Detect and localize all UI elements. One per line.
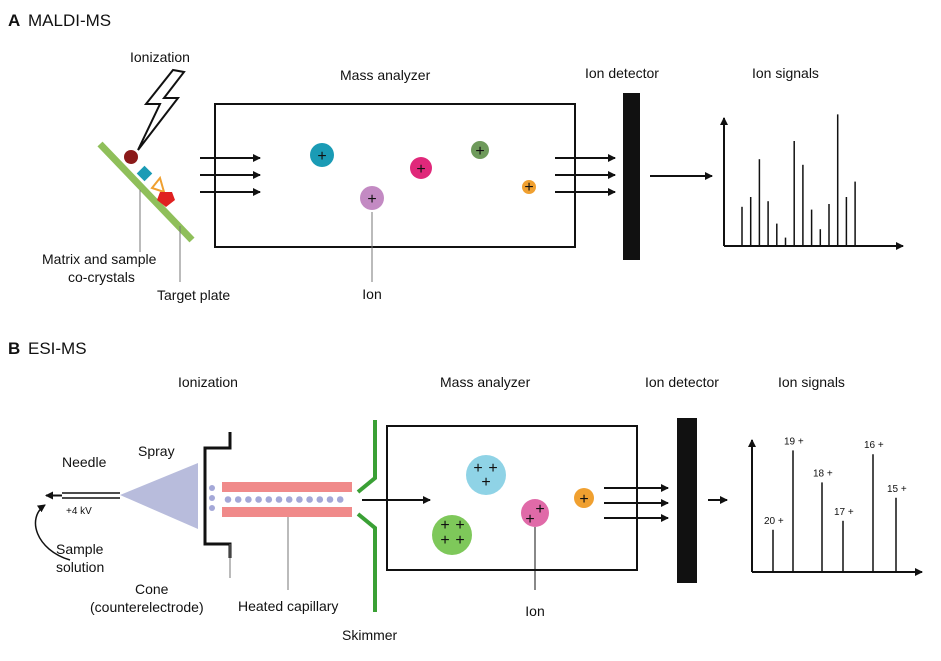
droplet: [209, 495, 215, 501]
plus-icon: +: [481, 474, 490, 491]
cone-label-line1: Cone: [135, 581, 169, 597]
droplet: [255, 496, 262, 503]
charge-state-label: 16 +: [864, 440, 884, 451]
lightning-icon: [137, 68, 186, 151]
panel-b-letter: B: [8, 339, 20, 358]
droplet: [306, 496, 313, 503]
maldi-mass-analyzer-label: Mass analyzer: [340, 67, 431, 83]
droplet: [234, 496, 242, 503]
plus-icon: +: [473, 460, 482, 477]
plus-icon: +: [455, 532, 464, 549]
ion-particle: [432, 515, 472, 555]
maldi-ion-detector: [623, 93, 640, 260]
cone-counterelectrode: [203, 432, 232, 558]
maldi-ion-signals-label: Ion signals: [752, 65, 819, 81]
droplet: [316, 496, 324, 503]
plus-icon: +: [416, 161, 425, 178]
esi-mass-analyzer-label: Mass analyzer: [440, 374, 531, 390]
sample-crystal-icon: [150, 175, 166, 194]
panel-b: B ESI-MS Ionization Needle +4 kV Sample …: [8, 339, 923, 643]
plus-icon: +: [488, 460, 497, 477]
maldi-ion-detector-label: Ion detector: [585, 65, 659, 81]
heated-capillary: [222, 482, 352, 492]
droplet: [209, 485, 215, 491]
charge-state-label: 15 +: [887, 484, 907, 495]
target-plate: [97, 141, 195, 243]
panel-a-letter: A: [8, 11, 20, 30]
esi-mass-analyzer: [386, 425, 638, 571]
charge-state-label: 17 +: [834, 507, 854, 518]
panel-a: A MALDI-MS Ionization Matrix and sample …: [8, 11, 904, 303]
ion-particle: [466, 455, 506, 495]
plus-icon: +: [317, 148, 326, 165]
target-plate-label: Target plate: [157, 287, 230, 303]
heated-capillary-label: Heated capillary: [238, 598, 338, 614]
matrix-label-line2: co-crystals: [68, 269, 135, 285]
capillary-droplets: [224, 496, 344, 503]
droplet: [209, 505, 215, 511]
plus-icon: +: [475, 143, 484, 160]
droplet: [336, 496, 344, 503]
ion-particle: [360, 186, 384, 210]
droplet: [296, 496, 303, 503]
droplet: [224, 496, 232, 503]
sample-crystal-icon: [124, 150, 138, 164]
droplet: [265, 496, 273, 503]
needle-label: Needle: [62, 454, 107, 470]
skimmer: [356, 512, 377, 612]
skimmer: [356, 420, 377, 494]
maldi-ionization-label: Ionization: [130, 49, 190, 65]
sample-crystal-icon: [157, 192, 175, 207]
esi-spectrum-peaks: 20 + 19 + 18 + 17 + 16 + 15 +: [764, 436, 907, 572]
plus-icon: +: [579, 491, 588, 508]
droplet: [326, 496, 334, 503]
ion-particle: [521, 499, 549, 527]
maldi-mass-analyzer: [214, 103, 576, 248]
esi-ion-detector-label: Ion detector: [645, 374, 719, 390]
ion-particle: [310, 143, 334, 167]
plus-icon: +: [367, 191, 376, 208]
skimmer-label: Skimmer: [342, 627, 398, 643]
spray-cone: [120, 463, 198, 529]
plus-icon: +: [525, 511, 534, 528]
cone-label-line2: (counterelectrode): [90, 599, 204, 615]
plus-icon: +: [440, 517, 449, 534]
esi-ion-signals-label: Ion signals: [778, 374, 845, 390]
maldi-spectrum-peaks: [741, 114, 856, 246]
ion-particle: [410, 157, 432, 179]
plus-icon: +: [455, 517, 464, 534]
charge-state-label: 18 +: [813, 468, 833, 479]
matrix-label-line1: Matrix and sample: [42, 251, 157, 267]
panel-b-title: ESI-MS: [28, 339, 87, 358]
sample-label-line1: Sample: [56, 541, 104, 557]
plus-icon: +: [440, 532, 449, 549]
droplet: [245, 496, 252, 503]
droplet: [285, 496, 293, 503]
charge-state-label: 19 +: [784, 436, 804, 447]
voltage-label: +4 kV: [66, 506, 92, 517]
panel-a-title: MALDI-MS: [28, 11, 111, 30]
maldi-ion-label: Ion: [362, 286, 381, 302]
heated-capillary: [222, 507, 352, 517]
sample-crystal-icon: [136, 165, 153, 182]
spray-label: Spray: [138, 443, 175, 459]
esi-ion-label: Ion: [525, 603, 544, 619]
plus-icon: +: [524, 179, 533, 196]
esi-ion-detector: [677, 418, 697, 583]
sample-label-line2: solution: [56, 559, 104, 575]
sample-flow-arrow: [34, 504, 71, 561]
ion-particle: [471, 141, 489, 159]
ion-particle: [522, 180, 536, 194]
plus-icon: +: [535, 501, 544, 518]
esi-ionization-label: Ionization: [178, 374, 238, 390]
droplet: [275, 496, 283, 503]
ion-particle: [574, 488, 594, 508]
charge-state-label: 20 +: [764, 516, 784, 527]
